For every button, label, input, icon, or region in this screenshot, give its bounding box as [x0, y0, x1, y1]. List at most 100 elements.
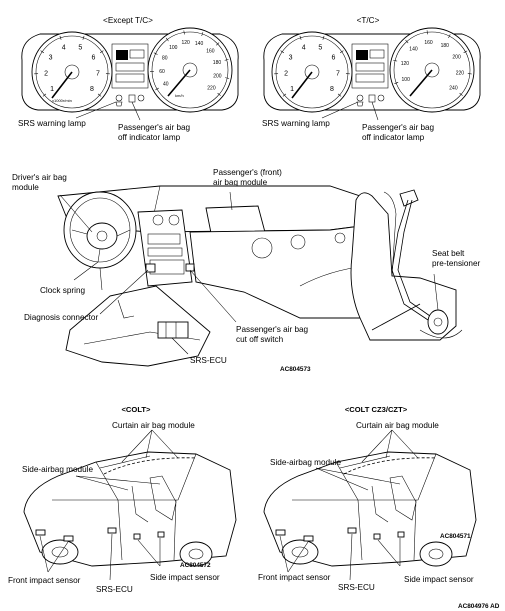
- seat-belt-illustration: Seat belt pre-tensioner: [350, 189, 481, 341]
- colt-cz-side-airbag-label: Side-airbag module: [270, 458, 341, 467]
- colt-side-airbag-label: Side-airbag module: [22, 465, 93, 474]
- dial-number: 1: [290, 86, 294, 93]
- dial-tick: [215, 42, 220, 46]
- seat-belt-pretensioner-shape: [427, 309, 449, 335]
- colt-car-illustration: <COLT> Curtain air ba: [8, 405, 237, 594]
- svg-text:km/h: km/h: [175, 93, 184, 98]
- dial-number: 200: [452, 54, 461, 60]
- colt-cz3-czt-car-illustration: <COLT CZ3/CZT> Curtain air bag module Si…: [258, 405, 477, 592]
- colt-figure-code: AC804572: [180, 562, 211, 569]
- diagnosis-connector-shape: [145, 263, 156, 273]
- passenger-front-airbag-label-1: Passenger's (front): [213, 168, 282, 177]
- dial-tick: [224, 59, 229, 61]
- srs-warning-lamp-icon: [115, 94, 123, 107]
- dial-number: 8: [90, 86, 94, 93]
- dial-tick: [393, 59, 398, 62]
- front-impact-sensor-shape: [275, 529, 286, 536]
- dial-tick: [165, 37, 169, 42]
- footer-figure-code: AC804976 AD: [458, 603, 500, 610]
- dial-number: 240: [449, 86, 458, 92]
- dial-number: 140: [409, 47, 418, 53]
- side-impact-sensor-shape: [373, 533, 381, 540]
- dial-number: 1: [50, 86, 54, 93]
- dial-tick: [322, 35, 325, 40]
- dial-number: 120: [401, 61, 410, 67]
- dial-number: 160: [206, 48, 215, 54]
- dial-number: 6: [332, 55, 336, 62]
- tc-header: <T/C>: [357, 16, 380, 25]
- dashboard-illustration: Driver's air bag module Passenger's (fro…: [12, 168, 377, 373]
- dial-tick: [97, 93, 102, 97]
- dial-tick: [459, 92, 463, 96]
- dial-tick: [99, 50, 104, 54]
- dial-number: 2: [44, 71, 48, 78]
- dial-number: 6: [92, 55, 96, 62]
- dial-number: 3: [289, 55, 293, 62]
- cutoff-switch-label-2: cut off switch: [236, 335, 284, 344]
- drivers-airbag-label-1: Driver's air bag: [12, 173, 67, 182]
- dial-number: 2: [284, 71, 288, 78]
- dial-number: 200: [213, 74, 222, 80]
- dial-number: 3: [49, 55, 53, 62]
- colt-cz-curtain-airbag-label: Curtain air bag module: [356, 421, 439, 430]
- dial-number: 180: [213, 60, 222, 66]
- dial-number: 5: [318, 45, 322, 52]
- colt-header: <COLT>: [122, 405, 152, 414]
- dial-tick: [183, 30, 185, 35]
- dial-number: 7: [336, 71, 340, 78]
- front-impact-sensor-shape: [35, 529, 46, 536]
- colt-cz-side-impact-sensor-label: Side impact sensor: [404, 575, 474, 584]
- colt-side-impact-sensor-label: Side impact sensor: [150, 573, 220, 582]
- dial-tick: [280, 50, 285, 54]
- tc-passenger-airbag-off-lamp-label-2: off indicator lamp: [362, 133, 425, 142]
- dial-tick: [201, 32, 204, 37]
- srs-ecu-shape: [347, 527, 357, 534]
- tc-srs-warning-lamp-label: SRS warning lamp: [262, 119, 330, 128]
- dial-tick: [282, 93, 287, 97]
- dial-number: 160: [424, 40, 433, 46]
- dial-number: 60: [159, 69, 165, 75]
- colt-cz-srs-ecu-label: SRS-ECU: [338, 583, 375, 592]
- dial-number: 220: [207, 86, 216, 92]
- dashboard-figure-code: AC804573: [280, 366, 311, 373]
- dial-number: 5: [78, 45, 82, 52]
- dial-tick: [337, 93, 342, 97]
- dial-tick: [405, 39, 409, 44]
- dial-tick: [42, 93, 47, 97]
- dial-number: 4: [302, 45, 306, 52]
- dial-tick: [82, 35, 85, 40]
- srs-ecu-label: SRS-ECU: [190, 356, 227, 365]
- dial-number: 180: [441, 43, 450, 49]
- dial-number: 7: [96, 71, 100, 78]
- cutoff-switch-label-1: Passenger's air bag: [236, 325, 309, 334]
- seat-belt-pretensioner-label-1: Seat belt: [432, 249, 465, 258]
- dial-tick: [225, 77, 230, 79]
- svg-text:x1000r/min: x1000r/min: [52, 98, 72, 103]
- except-tc-header: <Except T/C>: [103, 16, 153, 25]
- dial-tick: [217, 92, 221, 96]
- dial-number: 120: [182, 40, 191, 46]
- srs-ecu-shape: [157, 321, 189, 339]
- colt-cz-figure-code: AC804571: [440, 533, 471, 540]
- passenger-airbag-off-lamp-label-1: Passenger's air bag: [118, 123, 191, 132]
- tc-passenger-airbag-off-lamp-label-1: Passenger's air bag: [362, 123, 435, 132]
- dial-tick: [299, 35, 302, 40]
- dial-number: 8: [330, 86, 334, 93]
- dial-number: 4: [62, 45, 66, 52]
- dial-tick: [339, 50, 344, 54]
- dial-tick: [155, 87, 159, 91]
- dial-tick: [394, 82, 399, 84]
- clock-spring-label: Clock spring: [40, 286, 85, 295]
- srs-ecu-shape: [107, 527, 117, 534]
- colt-front-impact-sensor-label: Front impact sensor: [8, 576, 81, 585]
- cutoff-switch-shape: [185, 263, 195, 272]
- dial-tick: [463, 50, 468, 54]
- diagnosis-connector-label: Diagnosis connector: [24, 313, 98, 322]
- colt-curtain-airbag-label: Curtain air bag module: [112, 421, 195, 430]
- drivers-airbag-label-2: module: [12, 183, 39, 192]
- dial-number: 80: [162, 56, 168, 62]
- drivers-airbag-module-shape: [86, 222, 118, 250]
